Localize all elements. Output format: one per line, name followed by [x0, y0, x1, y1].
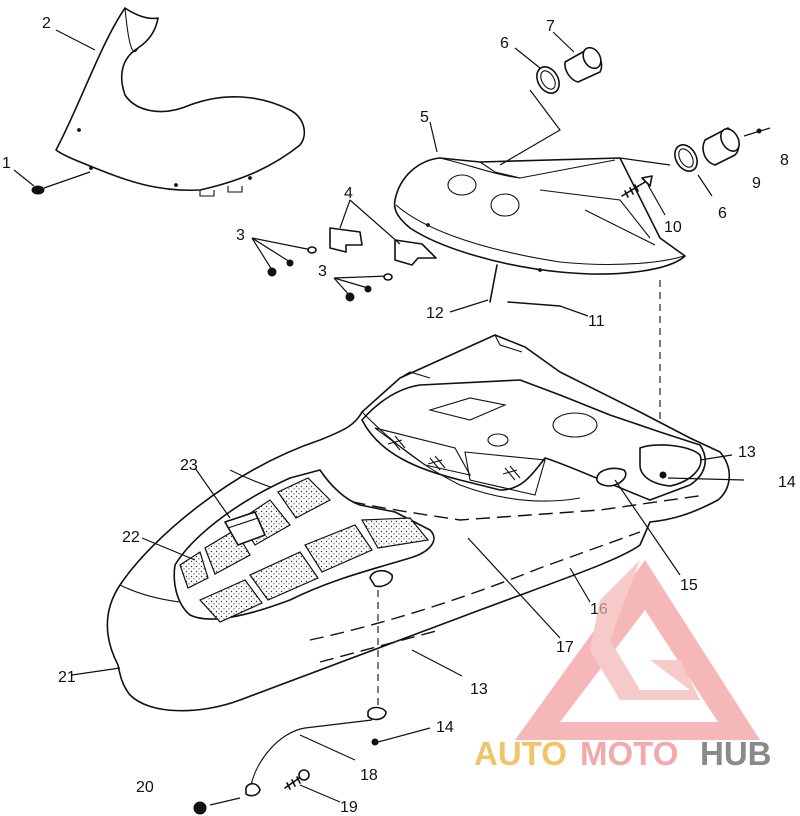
callout-8: 8	[780, 152, 789, 169]
callout-20: 20	[136, 779, 154, 796]
lower-mount-hardware	[193, 706, 431, 815]
watermark-triangle-icon	[515, 560, 760, 740]
windshield	[55, 7, 306, 197]
fasteners-3	[251, 237, 393, 302]
watermark-hub: HUB	[700, 735, 772, 772]
callout-10: 10	[664, 219, 682, 236]
callout-3-lower: 3	[318, 263, 327, 280]
callout-labels: 1 2 3 3 4 5 6 7 6 8 9 10 11 12 13 14 15 …	[2, 15, 796, 816]
callout-6-top: 6	[500, 35, 509, 52]
bezel-ring-6a	[536, 66, 560, 94]
callout-6-right: 6	[718, 205, 727, 222]
bezel-ring-6b	[674, 144, 698, 172]
rod-11	[507, 301, 589, 317]
callout-4: 4	[344, 185, 353, 202]
gauge-7	[564, 46, 603, 83]
hood-upper-console	[393, 157, 686, 275]
watermark-logo	[515, 560, 760, 740]
callout-14-lower: 14	[436, 719, 454, 736]
callout-7: 7	[546, 18, 555, 35]
vent-panels	[173, 469, 435, 623]
callout-leaders	[13, 29, 745, 761]
main-hood-body	[106, 334, 730, 712]
watermark-arrow-icon	[590, 560, 700, 700]
callout-19: 19	[340, 799, 358, 816]
watermark-text: AUTO MOTO HUB	[474, 735, 772, 772]
bulb-8	[743, 127, 771, 137]
callout-5: 5	[420, 109, 429, 126]
gauge-9	[702, 127, 740, 166]
bolt-10	[621, 175, 666, 216]
callout-1: 1	[2, 155, 11, 172]
strap-12	[449, 264, 498, 313]
callout-22: 22	[122, 529, 140, 546]
callout-17: 17	[556, 639, 574, 656]
callout-23: 23	[180, 457, 198, 474]
callout-18: 18	[360, 767, 378, 784]
bracket-clips-4	[329, 199, 437, 266]
callout-3-upper: 3	[236, 227, 245, 244]
callout-14-upper: 14	[778, 474, 796, 491]
callout-2: 2	[42, 15, 51, 32]
screw-part-1	[31, 171, 91, 195]
callout-13-lower: 13	[470, 681, 488, 698]
watermark-moto: MOTO	[580, 735, 678, 772]
callout-21: 21	[58, 669, 76, 686]
callout-12: 12	[426, 305, 444, 322]
callout-11: 11	[588, 313, 605, 330]
callout-9: 9	[752, 175, 761, 192]
callout-13-upper: 13	[738, 444, 756, 461]
callout-15: 15	[680, 577, 698, 594]
watermark-auto: AUTO	[474, 735, 567, 772]
